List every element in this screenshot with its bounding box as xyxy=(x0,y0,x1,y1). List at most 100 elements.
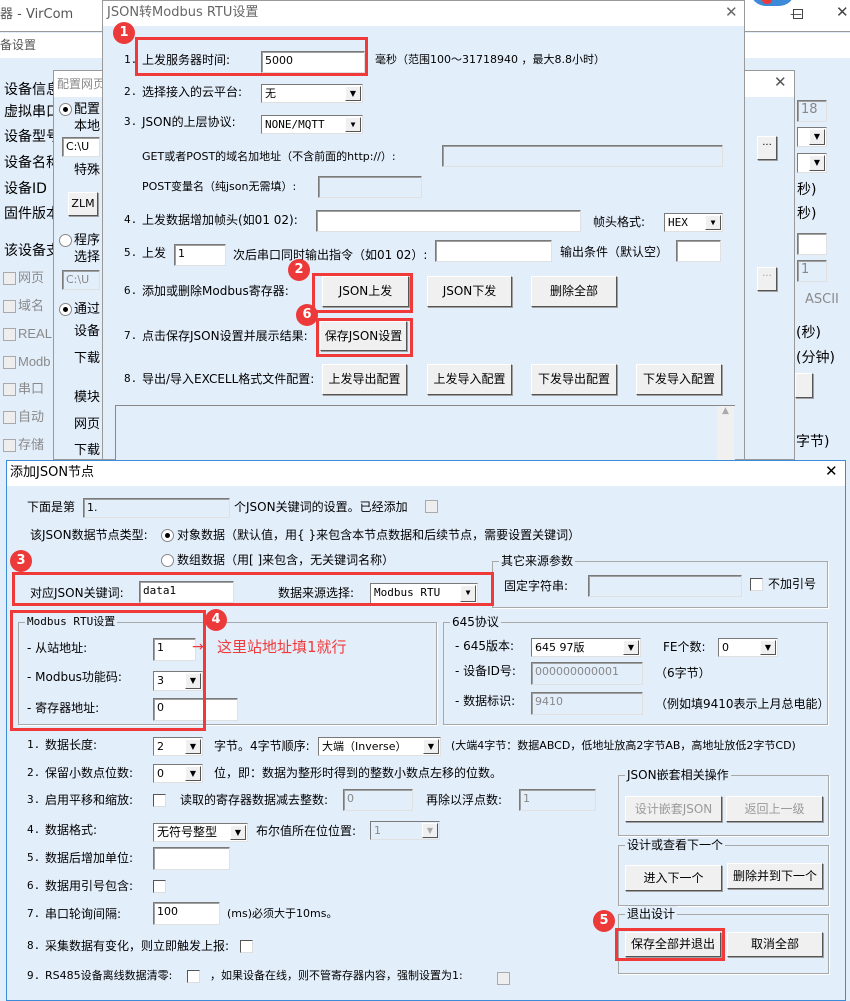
trigger-checkbox[interactable] xyxy=(240,940,253,953)
chevron-down-icon: ▼ xyxy=(345,117,361,132)
force-one-checkbox[interactable] xyxy=(497,972,510,985)
no-quote-checkbox[interactable] xyxy=(750,578,763,591)
scale-checkbox[interactable] xyxy=(153,794,166,807)
close-icon[interactable]: ✕ xyxy=(836,3,849,21)
checkbox-serial[interactable] xyxy=(3,383,16,396)
data-id-input[interactable]: 9410 xyxy=(531,692,643,715)
row-num: 5. xyxy=(27,851,41,864)
group-title: 645协议 xyxy=(450,614,501,630)
result-textarea[interactable] xyxy=(115,405,735,461)
config-label: 下载 xyxy=(74,443,101,458)
delete-all-button[interactable]: 删除全部 xyxy=(531,276,617,307)
get-url-input[interactable] xyxy=(442,145,723,167)
protocol-select[interactable]: NONE/MQTT▼ xyxy=(261,115,363,134)
json-download-button[interactable]: JSON下发 xyxy=(427,276,512,307)
config-path-input[interactable]: C:\U xyxy=(62,270,100,290)
frame-header-input[interactable] xyxy=(316,210,581,232)
source-select[interactable]: Modbus RTU▼ xyxy=(370,583,478,604)
back-level-button[interactable]: 返回上一级 xyxy=(726,796,823,822)
fe-count-select[interactable]: 0▼ xyxy=(718,638,778,657)
radio-array[interactable] xyxy=(161,554,174,567)
json-key-input[interactable]: data1 xyxy=(139,581,234,603)
upload-import-button[interactable]: 上发导入配置 xyxy=(427,364,512,395)
select-value: 2 xyxy=(157,740,164,753)
data-id-label: - 数据标识: xyxy=(455,694,516,708)
row-num: 4. xyxy=(124,213,138,226)
main-button[interactable] xyxy=(795,373,813,398)
output-cmd-input[interactable] xyxy=(435,240,552,262)
delete-next-button[interactable]: 删除并到下一个 xyxy=(727,863,823,889)
byte-order-label: 字节。4字节顺序: xyxy=(214,739,310,753)
next-button[interactable]: 进入下一个 xyxy=(625,865,722,891)
browse-button[interactable]: ... xyxy=(757,267,777,291)
poll-interval-label: 串口轮询间隔: xyxy=(45,907,122,921)
protocol-645-group: 645协议 xyxy=(443,614,828,725)
main-select-2[interactable]: ▼ xyxy=(797,153,827,173)
json-upload-button[interactable]: JSON上发 xyxy=(322,276,409,307)
check-label: 存储 xyxy=(18,437,45,452)
save-json-button[interactable]: 保存JSON设置 xyxy=(320,321,407,351)
radio-program[interactable] xyxy=(59,234,72,247)
radio-object[interactable] xyxy=(161,529,174,542)
row-num: 3. xyxy=(124,115,138,128)
upload-count-input[interactable]: 1 xyxy=(174,244,226,266)
checkbox-auto[interactable] xyxy=(3,411,16,424)
dialog-close-icon[interactable]: ✕ xyxy=(825,462,838,480)
poll-interval-input[interactable]: 100 xyxy=(153,902,220,925)
browse-button[interactable]: ... xyxy=(757,136,777,160)
device-id-input[interactable]: 000000000001 xyxy=(531,662,643,685)
checkbox-web[interactable] xyxy=(3,272,16,285)
modbus-rtu-group: Modbus RTU设置 xyxy=(18,614,437,725)
config-zlm-button[interactable]: ZLM xyxy=(68,192,98,216)
frame-format-select[interactable]: HEX▼ xyxy=(664,213,723,232)
ver-645-select[interactable]: 645 97版▼ xyxy=(531,638,641,657)
offline-clear-checkbox[interactable] xyxy=(187,970,200,983)
divide-input[interactable]: 1 xyxy=(519,789,596,811)
quote-checkbox[interactable] xyxy=(153,880,166,893)
scrollbar[interactable]: ▲ xyxy=(717,406,734,461)
unit-input[interactable] xyxy=(153,847,230,870)
checkbox-modbus[interactable] xyxy=(3,356,16,369)
upload-export-button[interactable]: 上发导出配置 xyxy=(322,364,407,395)
config-label: 本地 xyxy=(74,119,101,134)
func-code-select[interactable]: 3▼ xyxy=(153,671,203,691)
label-device-model: 设备型号 xyxy=(4,129,60,145)
download-export-button[interactable]: 下发导出配置 xyxy=(531,364,617,395)
config-close-icon[interactable]: ✕ xyxy=(774,73,787,91)
added-checkbox[interactable] xyxy=(425,500,438,513)
dialog-close-icon[interactable]: ✕ xyxy=(725,3,738,21)
fixed-string-input[interactable] xyxy=(588,575,742,597)
data-length-select[interactable]: 2▼ xyxy=(153,737,203,756)
main-field-one[interactable]: 1 xyxy=(797,260,827,282)
radio-config[interactable] xyxy=(59,103,72,116)
slave-addr-input[interactable]: 1 xyxy=(153,638,196,661)
reg-addr-input[interactable]: 0 xyxy=(153,698,238,721)
checkbox-domain[interactable] xyxy=(3,300,16,313)
byte-order-select[interactable]: 大端（Inverse）▼ xyxy=(318,737,441,756)
download-import-button[interactable]: 下发导入配置 xyxy=(636,364,722,395)
cancel-all-button[interactable]: 取消全部 xyxy=(727,932,823,957)
post-var-input[interactable] xyxy=(318,176,422,198)
radio-through[interactable] xyxy=(59,303,72,316)
server-time-input[interactable]: 5000 xyxy=(261,51,365,73)
json-key-label: 对应JSON关键词: xyxy=(30,586,124,600)
save-all-exit-button[interactable]: 保存全部并退出 xyxy=(625,932,721,957)
cloud-platform-select[interactable]: 无▼ xyxy=(261,84,363,103)
main-field-18[interactable]: 18 xyxy=(797,100,827,122)
bool-pos-select[interactable]: 1▼ xyxy=(370,821,440,840)
checkbox-real[interactable] xyxy=(3,328,16,341)
radio-object-label: 对象数据（默认值，用{ }来包含本节点数据和后续节点，需要设置关键词） xyxy=(177,528,581,542)
design-nested-json-button[interactable]: 设计嵌套JSON xyxy=(625,796,722,822)
json-nest-group: JSON嵌套相关操作 xyxy=(618,767,829,836)
main-select-1[interactable]: ▼ xyxy=(797,127,827,147)
decimals-select[interactable]: 0▼ xyxy=(153,764,203,783)
row-num: 6. xyxy=(27,879,41,892)
subtract-input[interactable]: 0 xyxy=(343,789,413,811)
main-field[interactable] xyxy=(797,233,827,255)
config-path-input[interactable]: C:\U xyxy=(62,137,100,157)
output-cond-input[interactable] xyxy=(676,240,721,262)
chevron-down-icon: ▼ xyxy=(623,640,639,655)
maximize-icon[interactable] xyxy=(793,9,803,19)
data-format-select[interactable]: 无符号整型▼ xyxy=(153,823,248,842)
checkbox-storage[interactable] xyxy=(3,439,16,452)
